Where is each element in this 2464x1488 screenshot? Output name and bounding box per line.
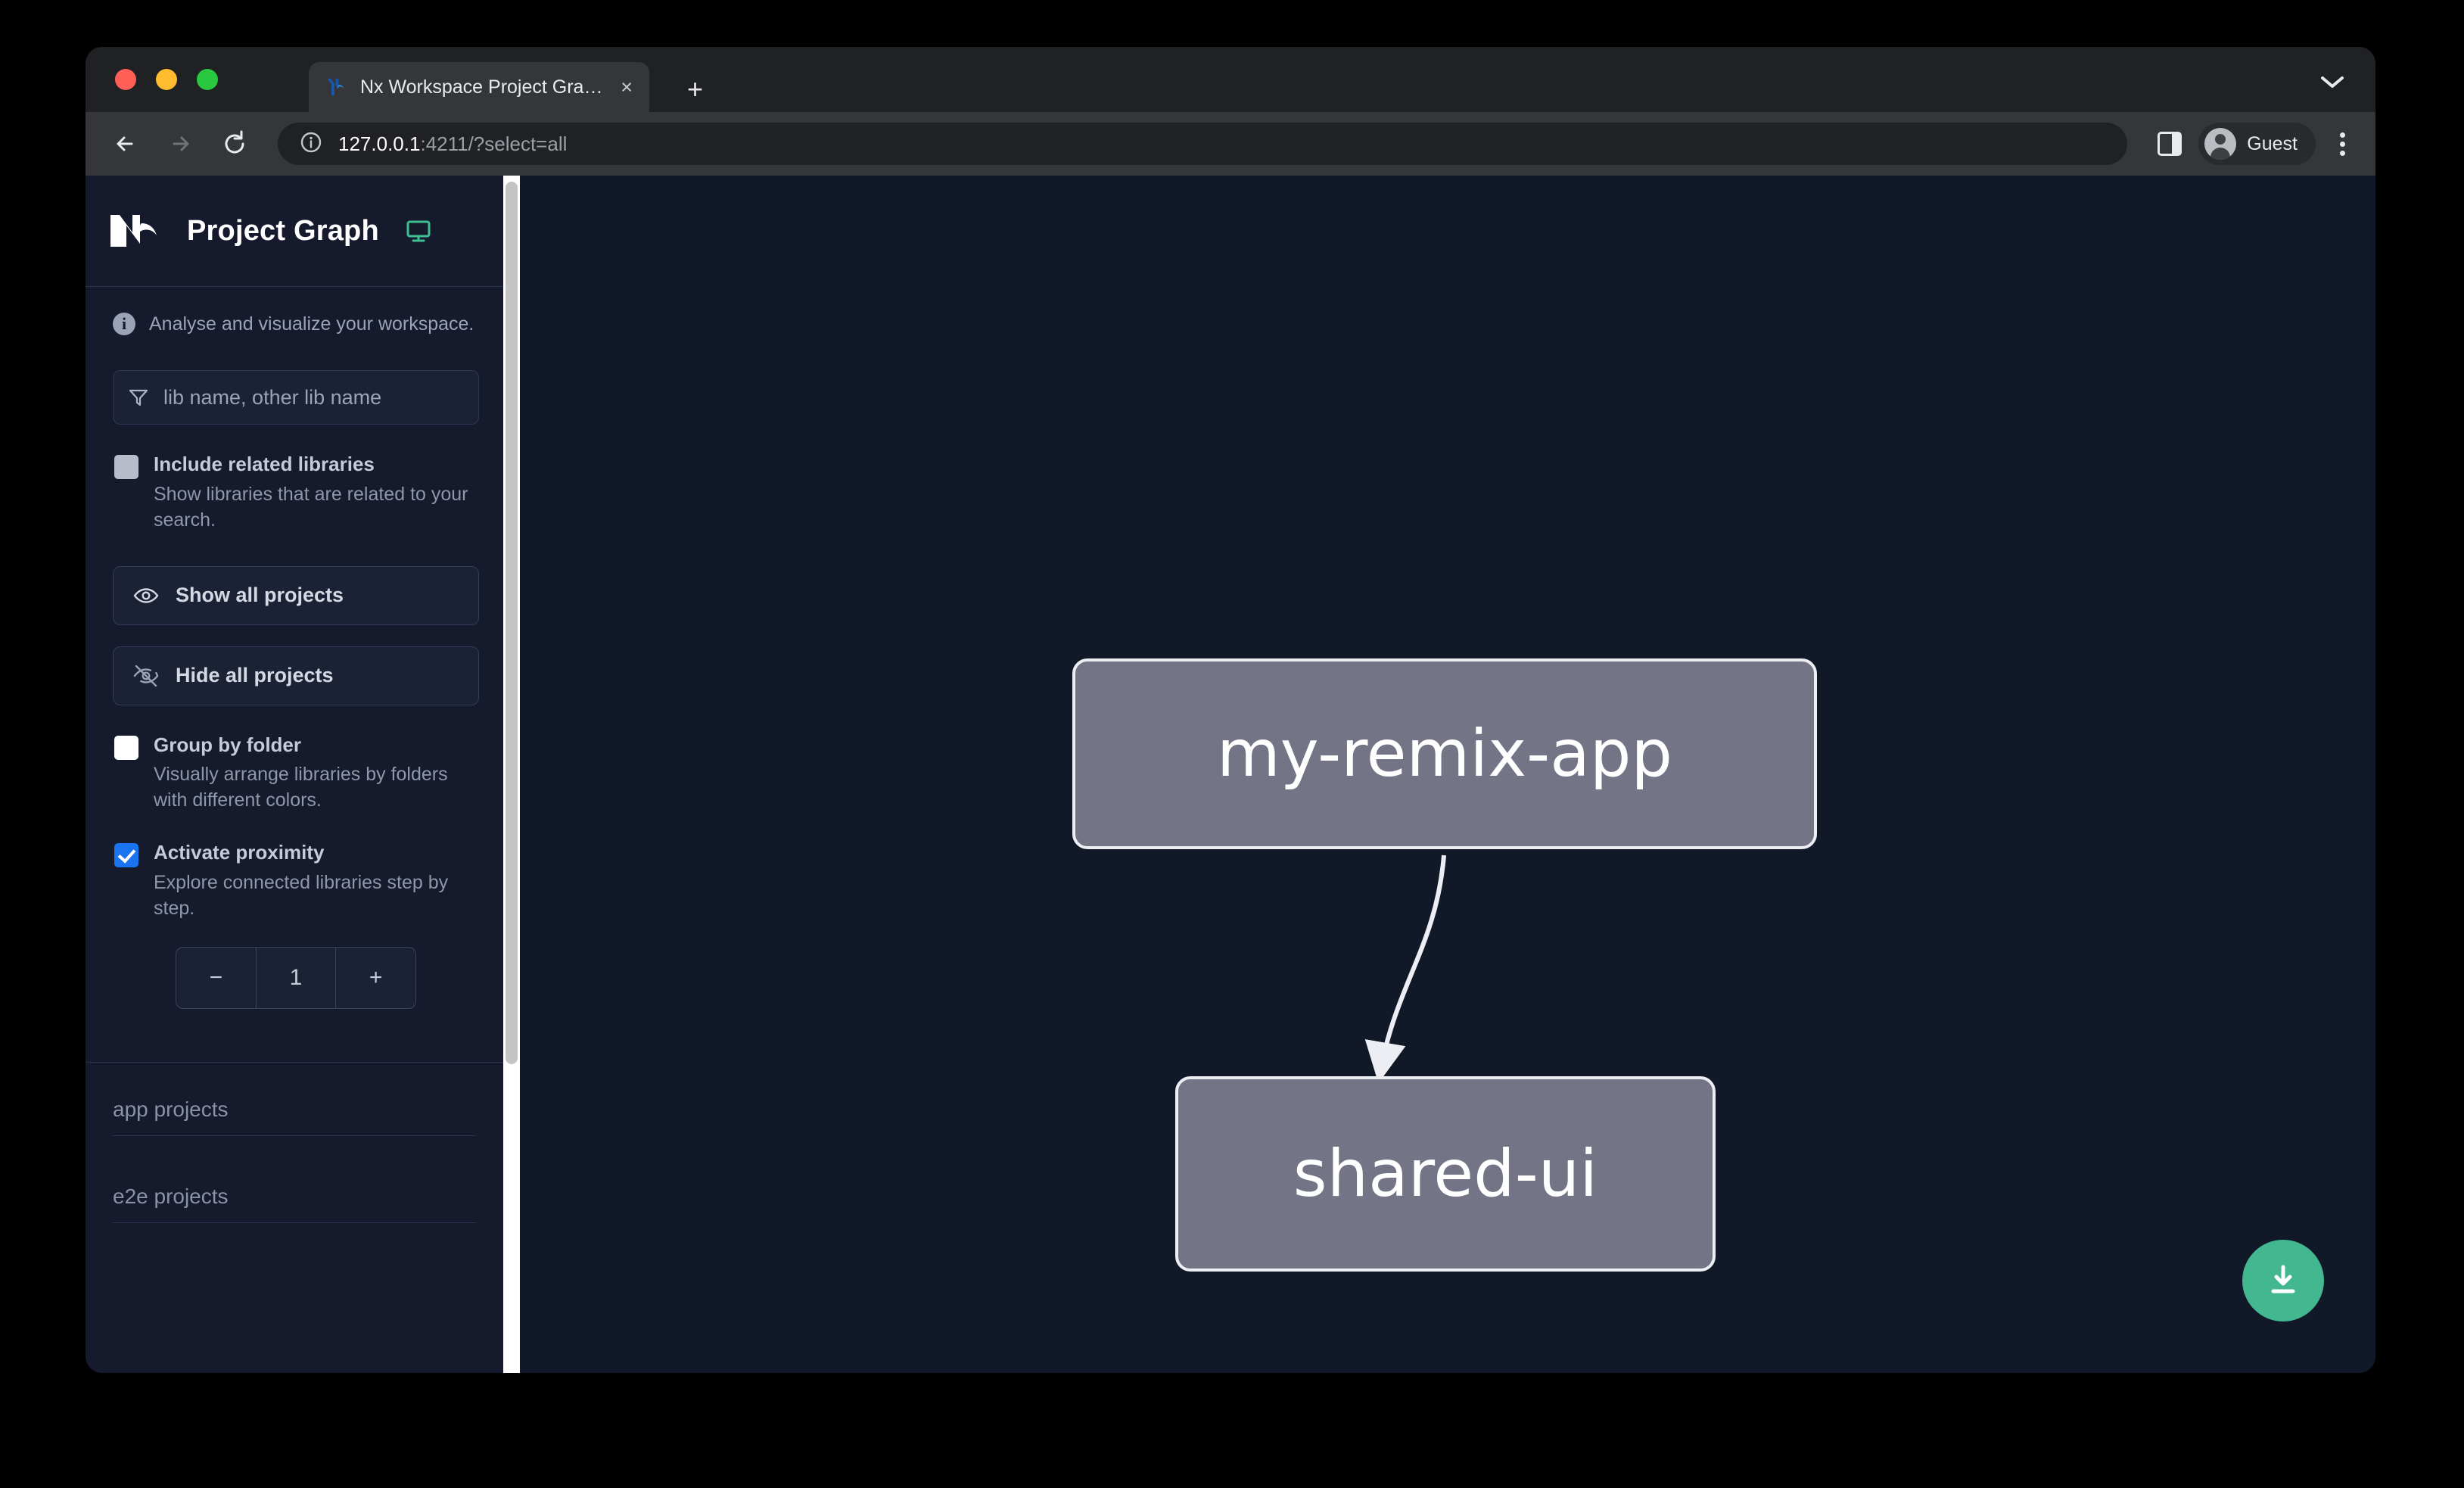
url-text: 127.0.0.1:4211/?select=all: [338, 132, 567, 156]
graph-node-label: my-remix-app: [1216, 716, 1673, 792]
option-description: Visually arrange libraries by folders wi…: [154, 764, 448, 811]
stepper-decrement-button[interactable]: −: [209, 964, 223, 990]
maximize-window-button[interactable]: [197, 69, 218, 90]
sidebar-scrollbar[interactable]: [503, 176, 520, 1373]
hide-all-projects-label: Hide all projects: [176, 664, 334, 686]
app-viewport: Project Graph i Analyse and visualize yo…: [86, 176, 2375, 1373]
option-activate-proximity[interactable]: Activate proximity Explore connected lib…: [113, 840, 479, 921]
browser-window: Nx Workspace Project Graph × +: [86, 47, 2375, 1373]
option-description: Show libraries that are related to your …: [154, 483, 468, 531]
sidebar-tagline: i Analyse and visualize your workspace.: [86, 287, 503, 358]
section-e2e-projects[interactable]: e2e projects: [86, 1150, 503, 1237]
close-tab-button[interactable]: ×: [621, 75, 633, 98]
option-text: Include related libraries Show libraries…: [154, 452, 479, 533]
address-bar[interactable]: 127.0.0.1:4211/?select=all: [278, 123, 2128, 165]
section-rule: [113, 1135, 476, 1136]
tab-strip: Nx Workspace Project Graph × +: [86, 47, 2375, 112]
proximity-stepper: − 1 +: [176, 946, 416, 1009]
side-panel-icon[interactable]: [2158, 132, 2182, 156]
stepper-increment-button[interactable]: +: [335, 947, 415, 1008]
eye-icon: [133, 583, 159, 609]
reload-icon[interactable]: [217, 126, 252, 161]
tab-title: Nx Workspace Project Graph: [360, 76, 605, 98]
group-by-folder-checkbox[interactable]: [114, 735, 138, 760]
chevron-down-icon[interactable]: [2319, 74, 2345, 89]
kebab-menu-icon[interactable]: [2332, 129, 2353, 159]
sidebar-controls: lib name, other lib name Include related…: [86, 358, 503, 1009]
section-title: app projects: [113, 1097, 229, 1121]
scrollbar-thumb[interactable]: [506, 182, 518, 1064]
browser-toolbar: 127.0.0.1:4211/?select=all Guest: [86, 112, 2375, 176]
browser-tab[interactable]: Nx Workspace Project Graph ×: [309, 62, 649, 112]
option-label: Group by folder: [154, 733, 301, 756]
new-tab-button[interactable]: +: [687, 73, 704, 104]
stepper-value: 1: [255, 947, 336, 1008]
profile-button[interactable]: Guest: [2198, 123, 2316, 165]
graph-node-my-remix-app[interactable]: my-remix-app: [1072, 658, 1817, 849]
back-arrow-icon[interactable]: [108, 126, 143, 161]
option-label: Activate proximity: [154, 841, 325, 864]
graph-node-label: shared-ui: [1293, 1136, 1598, 1212]
minimize-window-button[interactable]: [156, 69, 177, 90]
show-all-projects-button[interactable]: Show all projects: [113, 565, 479, 625]
forward-arrow-icon[interactable]: [163, 126, 198, 161]
hide-all-projects-button[interactable]: Hide all projects: [113, 646, 479, 705]
info-circle-icon[interactable]: [299, 130, 323, 158]
project-graph-canvas[interactable]: my-remix-app shared-ui: [503, 176, 2375, 1373]
url-host: 127.0.0.1: [338, 132, 421, 155]
info-icon: i: [113, 313, 135, 335]
activate-proximity-checkbox[interactable]: [114, 843, 138, 867]
spacer: [86, 1009, 503, 1062]
search-placeholder: lib name, other lib name: [163, 385, 382, 409]
close-window-button[interactable]: [115, 69, 136, 90]
option-include-related-libraries[interactable]: Include related libraries Show libraries…: [113, 452, 479, 533]
url-path: :4211/?select=all: [420, 132, 568, 155]
option-group-by-folder[interactable]: Group by folder Visually arrange librari…: [113, 733, 479, 814]
search-input[interactable]: lib name, other lib name: [113, 370, 479, 425]
person-avatar-icon: [2204, 128, 2237, 160]
section-app-projects[interactable]: app projects: [86, 1063, 503, 1150]
download-graph-button[interactable]: [2242, 1240, 2324, 1321]
sidebar-header: Project Graph: [86, 176, 503, 286]
section-title: e2e projects: [113, 1184, 229, 1208]
toolbar-right-actions: Guest: [2158, 123, 2353, 165]
window-traffic-lights: [115, 69, 218, 90]
controls-divider: [86, 1061, 503, 1063]
funnel-filter-icon: [127, 386, 150, 409]
tagline-text: Analyse and visualize your workspace.: [149, 313, 474, 335]
nx-logo-icon: [325, 76, 348, 98]
option-label: Include related libraries: [154, 453, 375, 475]
option-text: Group by folder Visually arrange librari…: [154, 733, 479, 814]
page-title: Project Graph: [187, 214, 379, 247]
graph-edge-my-remix-app-to-shared-ui: [1364, 855, 1447, 1084]
graph-node-shared-ui[interactable]: shared-ui: [1175, 1076, 1716, 1272]
option-text: Activate proximity Explore connected lib…: [154, 840, 479, 921]
monitor-icon[interactable]: [405, 217, 432, 244]
sidebar: Project Graph i Analyse and visualize yo…: [86, 176, 503, 1373]
profile-label: Guest: [2247, 132, 2298, 154]
include-related-checkbox[interactable]: [114, 455, 138, 479]
option-description: Explore connected libraries step by step…: [154, 871, 449, 919]
download-icon: [2263, 1259, 2303, 1303]
nx-logo-icon: [108, 212, 167, 250]
section-rule: [113, 1222, 476, 1223]
eye-slash-icon: [133, 663, 159, 689]
show-all-projects-label: Show all projects: [176, 584, 344, 606]
header-divider: [86, 286, 503, 287]
